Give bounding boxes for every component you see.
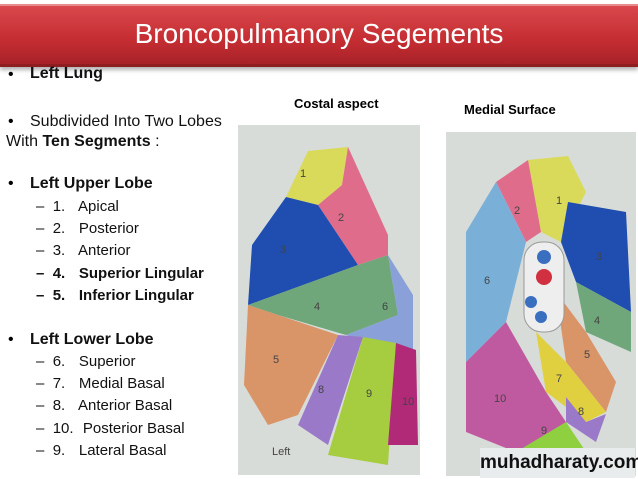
segment-6 [346,255,413,355]
with-text: With [6,133,43,150]
item-name: Posterior Basal [82,419,185,437]
segment-number: 1 [300,168,306,180]
segment-number: 6 [484,275,490,287]
medial-surface-label: Medial Surface [464,102,556,117]
segment-3 [248,197,358,305]
segment-6 [466,182,526,362]
segment-number: 6 [382,301,388,313]
segment-number: 7 [556,373,562,385]
heading-left-lung: Left Lung [30,65,103,82]
costal-footer: Left [272,446,290,458]
item-number: 9. [52,441,66,459]
bullet: • [8,175,14,192]
segment-8 [566,397,606,442]
segments-text: With Ten Segments : [6,133,160,151]
item-number: 6. [52,353,66,370]
item-number: 10. [52,419,74,437]
segment-5 [244,305,338,425]
item-name: Apical [78,198,119,215]
ten-segments: Ten Segments [42,133,151,150]
item-number: 5. [52,286,66,304]
medial-lung-diagram: 1 2 3 4 5 6 7 8 9 10 [446,132,636,476]
segment-number: 5 [584,349,590,361]
item-name: Inferior Lingular [78,286,194,304]
segment-10 [388,343,418,445]
item-number: 1. [52,198,66,215]
item-name: Superior [78,353,136,370]
segment-9 [328,337,396,465]
segment-number: 9 [366,388,372,400]
item-number: 2. [52,220,66,238]
segment-number: 9 [541,425,547,437]
item-name: Superior Lingular [78,264,204,282]
segment-8 [298,335,363,445]
item-number: 4. [52,264,66,282]
costal-lung-diagram: 1 2 3 4 5 6 8 9 10 Left [238,125,420,475]
bullet: • [8,113,14,130]
upper-lobe-title: Left Upper Lobe [30,175,153,192]
segment-7 [536,332,606,422]
segment-2 [496,160,541,242]
segment-number: 3 [280,244,286,256]
segment-number: 1 [556,195,562,207]
segment-number: 10 [402,396,414,408]
item-number: 8. [52,397,66,415]
item-name: Anterior [78,242,131,260]
item-name: Anterior Basal [78,397,173,415]
segment-2 [318,147,388,265]
item-name: Posterior [78,220,139,238]
bullet: • [8,66,14,83]
lower-lobe-title: Left Lower Lobe [30,331,154,348]
item-name: Lateral Basal [78,441,167,459]
segment-1 [286,147,348,205]
title-banner: Broncopulmanory Segements [0,4,638,67]
bullet: • [8,331,14,348]
list-item: – 5. Inferior Lingular [36,286,194,304]
list-item: – 7. Medial Basal [36,375,165,393]
segment-number: 10 [494,393,506,405]
segment-4 [248,255,398,335]
segment-5 [556,292,616,412]
watermark: muhadharaty.com [480,448,638,478]
segment-number: 4 [594,315,600,327]
segment-4 [576,282,631,352]
item-number: 3. [52,242,66,260]
segment-number: 5 [273,354,279,366]
list-item: – 3. Anterior [36,242,131,260]
slide-title: Broncopulmanory Segements [134,18,504,49]
list-item: – 6. Superior [36,353,136,370]
segment-number: 8 [318,384,324,396]
segment-number: 2 [338,212,344,224]
item-number: 7. [52,375,66,393]
colon: : [150,133,160,150]
item-name: Medial Basal [78,375,165,393]
hilum [523,241,565,333]
segment-number: 3 [596,251,602,263]
segment-number: 4 [314,301,320,313]
list-item: – 9. Lateral Basal [36,441,167,459]
list-item: – 1. Apical [36,198,119,215]
subdivided-text: Subdivided Into Two Lobes [30,113,222,130]
segment-3 [561,202,631,312]
list-item: – 10. Posterior Basal [36,419,185,437]
segment-10 [466,322,566,452]
list-item: – 8. Anterior Basal [36,397,173,415]
segment-number: 2 [514,205,520,217]
segment-number: 8 [578,406,584,418]
costal-aspect-label: Costal aspect [294,96,379,111]
list-item: – 4. Superior Lingular [36,264,204,282]
list-item: – 2. Posterior [36,220,139,238]
